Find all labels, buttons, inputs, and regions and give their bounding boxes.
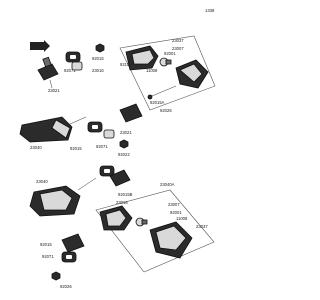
bulb-top xyxy=(159,57,172,67)
collar-middle xyxy=(103,129,115,139)
part-label-92015-bottom: 92015 xyxy=(40,242,52,247)
part-label-92026-bottom: 92026 xyxy=(60,284,72,289)
part-label-92001-bottom: 92001 xyxy=(170,210,182,215)
socket-top-left xyxy=(37,56,59,81)
exploded-parts-diagram: 1338 23040 23021 92071 92015 23016 23037… xyxy=(19,8,216,289)
diagram-code: 1338 xyxy=(205,8,215,13)
part-label-23007-top: 23007 xyxy=(172,46,184,51)
lens-front-right xyxy=(125,45,159,71)
part-label-92001-top: 92001 xyxy=(164,51,176,56)
part-label-23037-bottom: 23037 xyxy=(196,224,208,229)
socket-mid-left xyxy=(109,169,131,187)
turn-signal-lamp-front-left xyxy=(19,116,87,143)
grommet-mid-left xyxy=(99,165,115,177)
part-label-23016-bottom: 23016 xyxy=(116,200,128,205)
socket-bottom xyxy=(61,233,85,253)
nut-middle xyxy=(119,139,129,149)
part-label-92015a-top: 92015A xyxy=(150,100,165,105)
part-label-92022: 92022 xyxy=(118,152,130,157)
part-label-92015-top: 92015 xyxy=(92,56,104,61)
part-label-23021-mid: 23021 xyxy=(120,130,132,135)
turn-signal-lamp-rear-left xyxy=(29,177,97,217)
part-label-23040-mid-left: 23040 xyxy=(36,179,48,184)
part-label-23021-top: 23021 xyxy=(48,88,60,93)
part-label-23007-bottom: 23007 xyxy=(168,202,180,207)
lens-rear-right xyxy=(99,205,133,231)
screw-top xyxy=(147,85,177,100)
front-arrow-icon xyxy=(30,40,50,52)
part-label-23016-top: 23016 xyxy=(92,68,104,73)
grommet-bottom xyxy=(61,251,77,263)
nut-bottom xyxy=(51,271,61,281)
housing-rear-right xyxy=(149,221,193,259)
part-label-92153-top: 92153 xyxy=(120,62,132,67)
collar-top-left xyxy=(71,61,83,71)
part-label-92026-top: 92026 xyxy=(160,108,172,113)
part-label-11008-top: 11008 xyxy=(146,68,158,73)
grommet-top-left xyxy=(65,51,81,63)
part-label-23040-top-left: 23040 xyxy=(30,145,42,150)
bulb-bottom xyxy=(135,217,148,227)
nut-top xyxy=(95,43,105,53)
grommet-middle xyxy=(87,121,103,133)
socket-middle xyxy=(119,103,143,123)
housing-front-right xyxy=(175,59,209,89)
part-label-92071-top: 92071 xyxy=(64,68,76,73)
part-label-23040a: 23040A xyxy=(160,182,175,187)
part-label-92071-mid: 92071 xyxy=(96,144,108,149)
part-label-92071-bottom: 92071 xyxy=(42,254,54,259)
part-label-92015b: 92015B xyxy=(118,192,133,197)
part-label-92015-mid: 92015 xyxy=(70,146,82,151)
part-label-11008-bottom: 11008 xyxy=(176,216,188,221)
part-label-23037-top: 23037 xyxy=(172,38,184,43)
